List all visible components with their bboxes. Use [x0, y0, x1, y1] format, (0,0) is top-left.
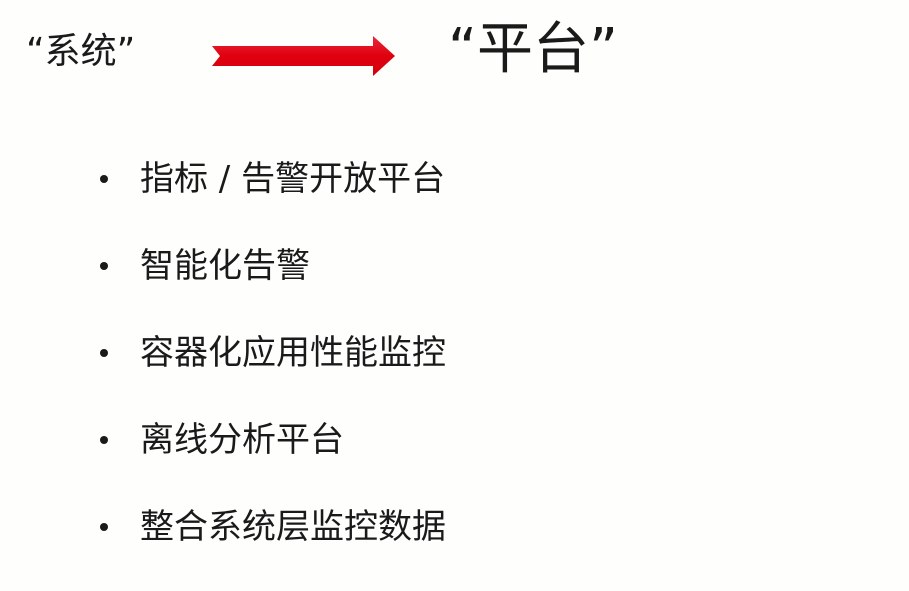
list-item: 指标 / 告警开放平台 — [96, 156, 446, 243]
list-item-text: 容器化应用性能监控 — [140, 333, 446, 373]
list-item: 离线分析平台 — [96, 417, 446, 504]
list-item: 容器化应用性能监控 — [96, 330, 446, 417]
list-item-text: 离线分析平台 — [140, 420, 344, 460]
bullet-list: 指标 / 告警开放平台 智能化告警 容器化应用性能监控 离线分析平台 整合系统层… — [96, 156, 446, 591]
list-item-text: 指标 / 告警开放平台 — [140, 159, 446, 199]
right-arrow-icon — [212, 36, 395, 76]
list-item: 智能化告警 — [96, 243, 446, 330]
bullet-icon — [100, 349, 108, 357]
to-label: “平台” — [448, 17, 619, 82]
list-item-text: 智能化告警 — [140, 246, 310, 286]
bullet-icon — [100, 262, 108, 270]
from-label: “系统” — [26, 31, 136, 72]
list-item: 整合系统层监控数据 — [96, 504, 446, 591]
bullet-icon — [100, 523, 108, 531]
bullet-icon — [100, 436, 108, 444]
bullet-icon — [100, 175, 108, 183]
list-item-text: 整合系统层监控数据 — [140, 507, 446, 547]
